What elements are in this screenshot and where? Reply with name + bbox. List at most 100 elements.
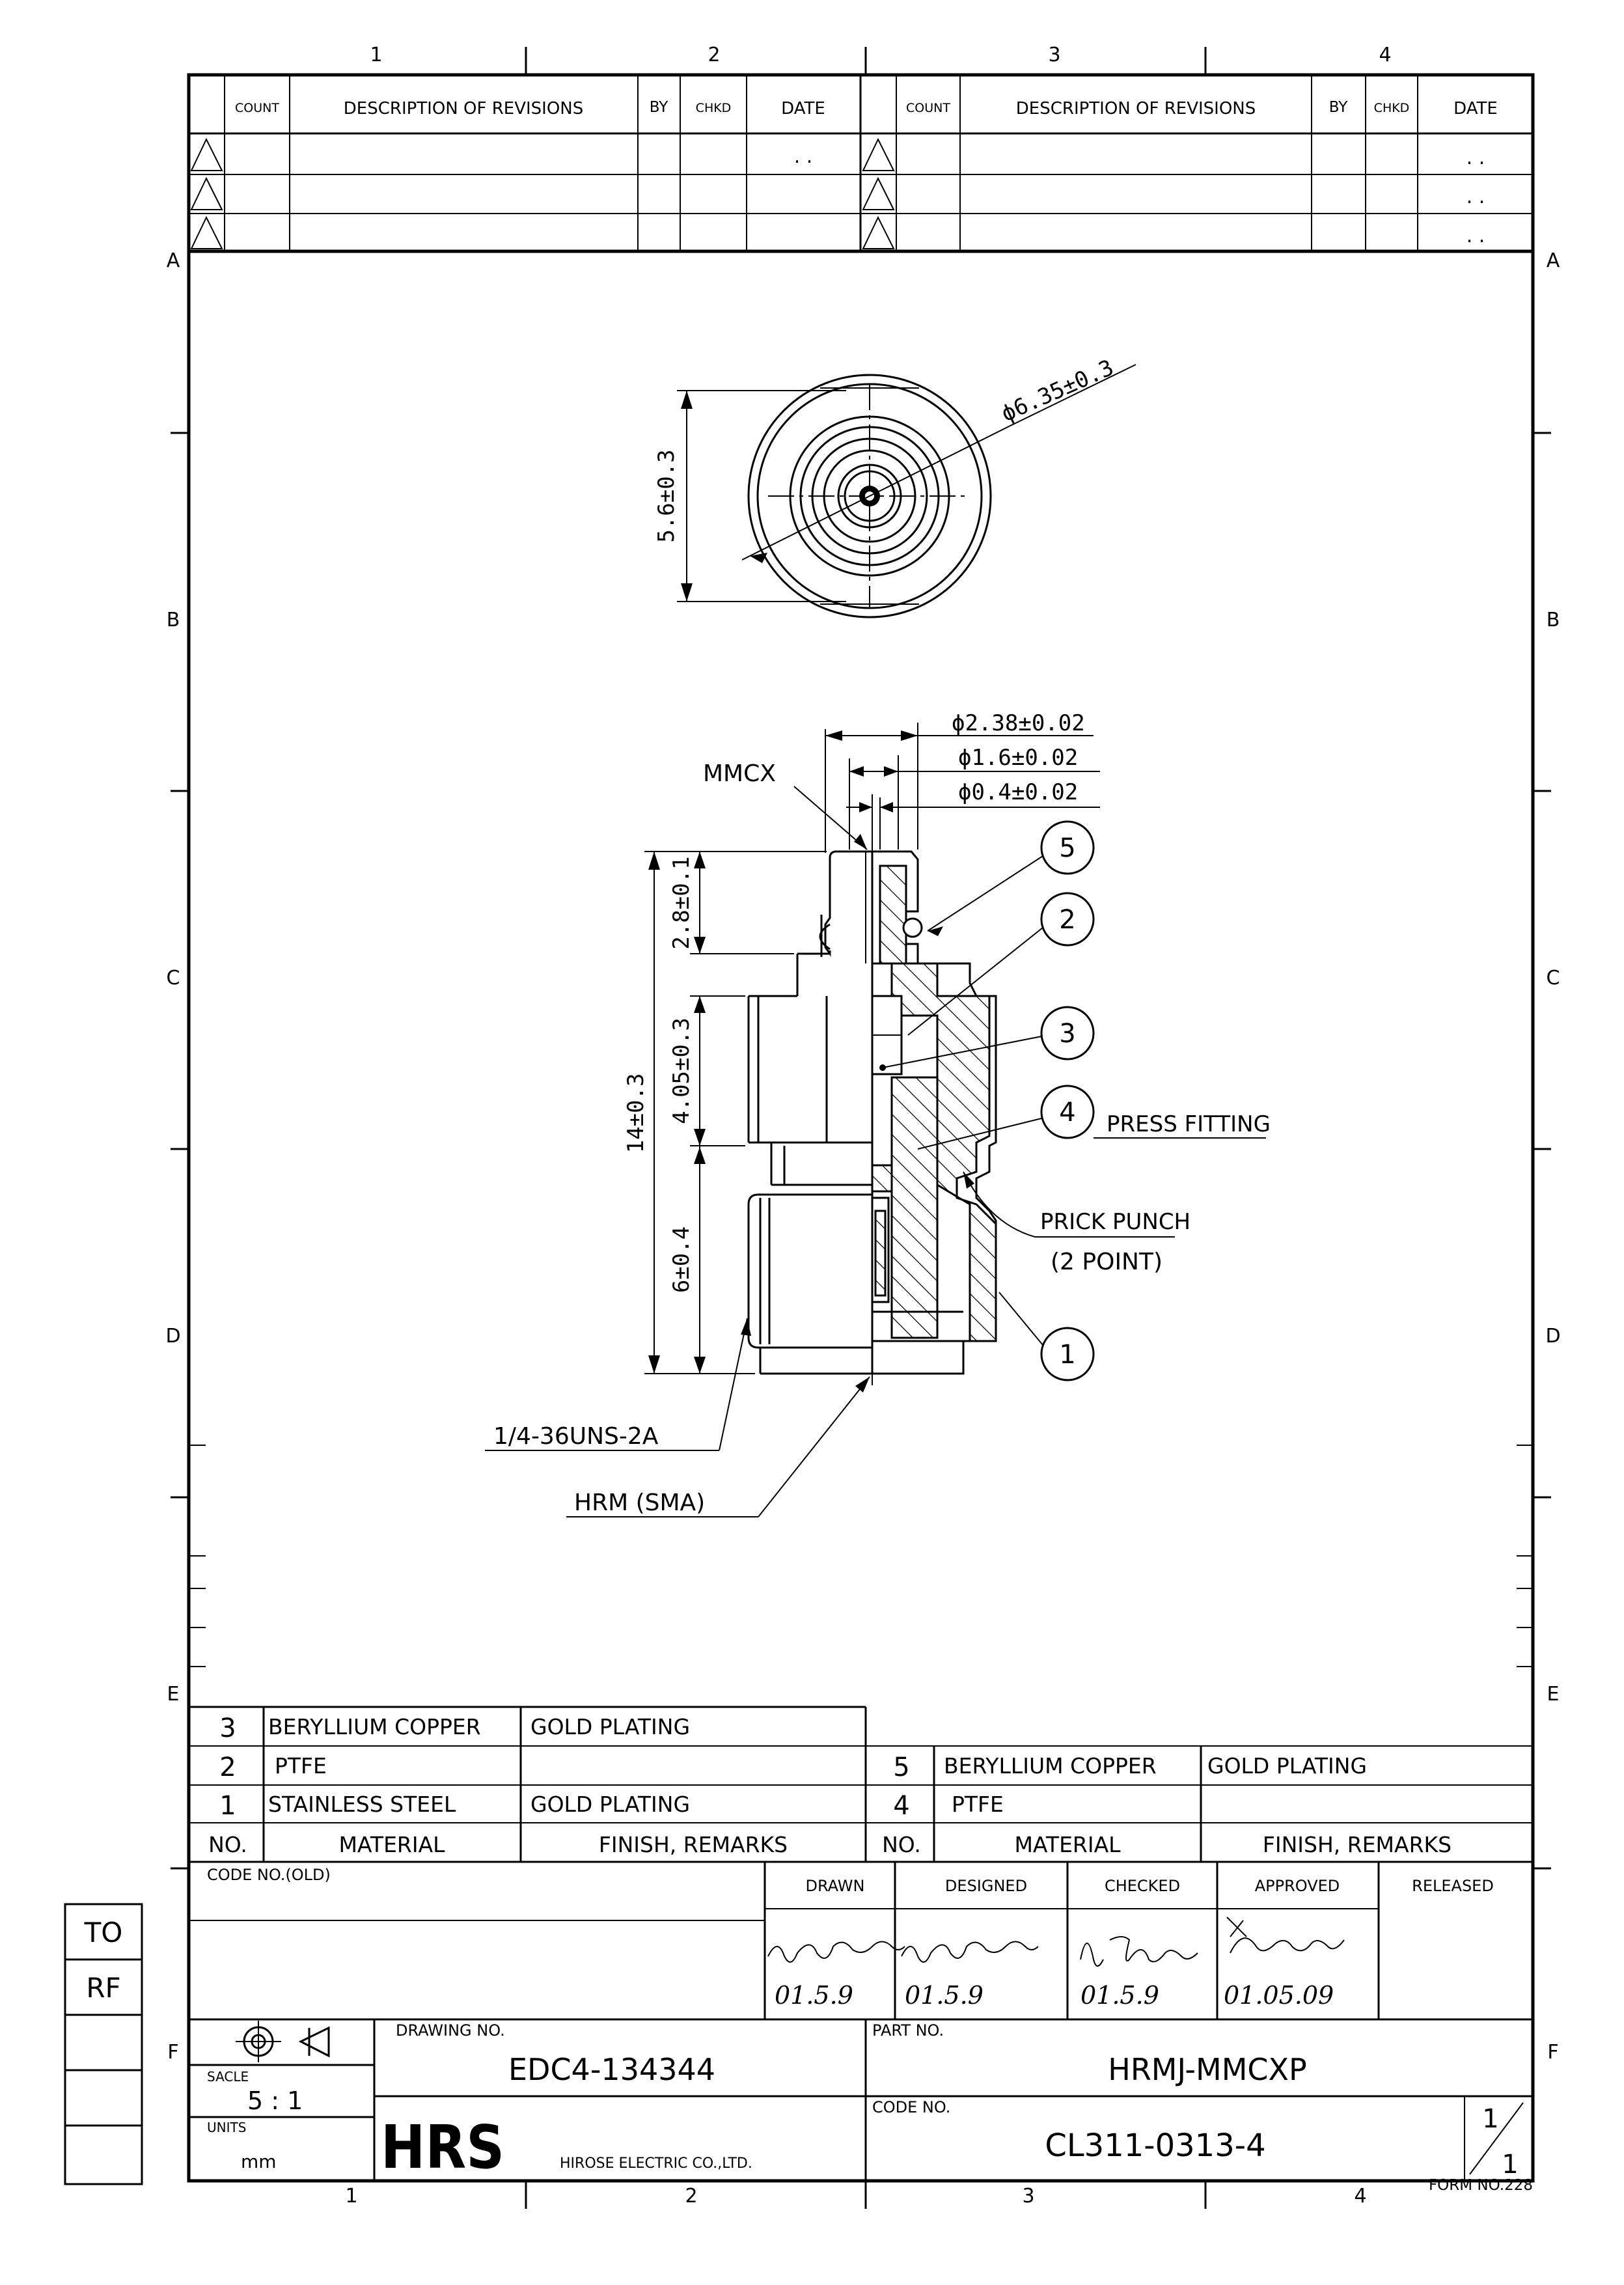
row-label-left-c: C bbox=[167, 967, 180, 990]
form-no: FORM NO.228 bbox=[1429, 2177, 1533, 2194]
row-label-left-e: E bbox=[167, 1683, 180, 1706]
rev-header-description-left: DESCRIPTION OF REVISIONS bbox=[344, 99, 583, 118]
rev-date-placeholder-1: . . bbox=[794, 145, 813, 168]
part-4-material: PTFE bbox=[952, 1792, 1004, 1817]
part-1-no: 1 bbox=[219, 1791, 236, 1821]
checked-date: 01.5.9 bbox=[1080, 1981, 1159, 2010]
rev-header-by-right: BY bbox=[1329, 99, 1349, 116]
part-3-no: 3 bbox=[219, 1713, 236, 1743]
label-thread: 1/4-36UNS-2A bbox=[493, 1423, 659, 1450]
balloon-2: 2 bbox=[1059, 905, 1075, 935]
checked-label: CHECKED bbox=[1105, 1877, 1180, 1895]
row-zone-marks: A B C D E F A B C D E F bbox=[165, 249, 1560, 2064]
label-press-fitting: PRESS FITTING bbox=[1107, 1111, 1271, 1137]
balloon-1: 1 bbox=[1059, 1340, 1075, 1370]
released-label: RELEASED bbox=[1412, 1877, 1494, 1895]
checked-signature bbox=[1080, 1936, 1198, 1967]
row-label-right-d: D bbox=[1545, 1325, 1560, 1348]
revision-table: COUNT DESCRIPTION OF REVISIONS BY CHKD D… bbox=[189, 75, 1533, 253]
side-routing-box: TO RF bbox=[64, 1903, 143, 2185]
parts-list: 3 BERYLLIUM COPPER GOLD PLATING 2 PTFE 1… bbox=[189, 1706, 1533, 1863]
balloon-5: 5 bbox=[1059, 833, 1075, 863]
rev-header-count-left: COUNT bbox=[235, 101, 279, 115]
col-label-bottom-1: 1 bbox=[345, 2185, 357, 2208]
row-label-left-f: F bbox=[167, 2041, 178, 2064]
part-5-finish: GOLD PLATING bbox=[1207, 1753, 1367, 1779]
row-label-left-b: B bbox=[167, 609, 180, 631]
col-label-top-2: 2 bbox=[708, 44, 720, 66]
scale-value: 5 : 1 bbox=[247, 2086, 303, 2115]
balloon-3: 3 bbox=[1059, 1019, 1075, 1049]
title-block: CODE NO.(OLD) DRAWN DESIGNED CHECKED APP… bbox=[189, 1862, 1533, 2194]
dim-len-mid: 4.05±0.3 bbox=[668, 1018, 695, 1124]
projection-symbol bbox=[236, 2021, 330, 2062]
dim-front-height: 5.6±0.3 bbox=[654, 449, 680, 542]
section-dimensions: ϕ2.38±0.02 ϕ1.6±0.02 ϕ0.4±0.02 MMCX 14±0… bbox=[623, 710, 1100, 1374]
col-label-bottom-2: 2 bbox=[685, 2185, 697, 2208]
rev-header-chkd-right: CHKD bbox=[1374, 101, 1410, 115]
rev-header-description-right: DESCRIPTION OF REVISIONS bbox=[1016, 99, 1256, 118]
col-label-bottom-3: 3 bbox=[1022, 2185, 1034, 2208]
parts-header-no-right: NO. bbox=[882, 1832, 921, 1857]
approved-signature bbox=[1226, 1917, 1345, 1954]
row-label-right-b: B bbox=[1547, 609, 1560, 631]
dim-dia-pin: ϕ0.4±0.02 bbox=[958, 779, 1078, 805]
units-label: UNITS bbox=[207, 2120, 246, 2135]
balloons: 5 2 3 4 PRESS FITTING PRICK PUNCH (2 POI… bbox=[485, 820, 1271, 1517]
sheet-total: 1 bbox=[1502, 2150, 1518, 2180]
rev-header-by-left: BY bbox=[650, 99, 669, 116]
drawing-no-label: DRAWING NO. bbox=[396, 2021, 505, 2040]
scale-label: SACLE bbox=[207, 2069, 249, 2084]
front-view: 5.6±0.3 ϕ6.35±0.3 bbox=[654, 355, 1136, 618]
part-no: HRMJ-MMCXP bbox=[1108, 2052, 1307, 2087]
dim-len-top: 2.8±0.1 bbox=[668, 856, 695, 949]
drawn-date: 01.5.9 bbox=[775, 1981, 853, 2010]
designed-label: DESIGNED bbox=[945, 1877, 1027, 1895]
drawing-no: EDC4-134344 bbox=[508, 2052, 715, 2087]
designed-date: 01.5.9 bbox=[905, 1981, 984, 2010]
side-box-to: TO bbox=[84, 1917, 123, 1948]
company-name: HIROSE ELECTRIC CO.,LTD. bbox=[560, 2155, 752, 2172]
rev-header-date-right: DATE bbox=[1453, 99, 1498, 118]
outer-border bbox=[187, 73, 1535, 2183]
rev-header-chkd-left: CHKD bbox=[696, 101, 732, 115]
parts-header-no-left: NO. bbox=[208, 1832, 247, 1857]
dim-total-length: 14±0.3 bbox=[623, 1073, 649, 1154]
part-3-finish: GOLD PLATING bbox=[530, 1714, 690, 1739]
row-label-right-f: F bbox=[1547, 2041, 1558, 2064]
side-box-rf: RF bbox=[86, 1972, 120, 2004]
row-label-right-e: E bbox=[1547, 1683, 1560, 1706]
code-no: CL311-0313-4 bbox=[1045, 2127, 1265, 2164]
row-label-right-c: C bbox=[1547, 967, 1560, 990]
label-prick-punch-points: (2 POINT) bbox=[1051, 1249, 1163, 1275]
balloon-4: 4 bbox=[1059, 1098, 1075, 1128]
part-2-material: PTFE bbox=[275, 1753, 327, 1779]
label-hrm: HRM (SMA) bbox=[574, 1489, 705, 1516]
code-no-old-label: CODE NO.(OLD) bbox=[207, 1866, 331, 1884]
part-5-material: BERYLLIUM COPPER bbox=[944, 1753, 1157, 1779]
col-label-top-1: 1 bbox=[370, 44, 382, 66]
label-mmcx: MMCX bbox=[703, 760, 776, 787]
rev-date-placeholder-2: . . bbox=[1466, 146, 1485, 169]
parts-header-material-right: MATERIAL bbox=[1014, 1832, 1121, 1857]
rev-header-date-left: DATE bbox=[781, 99, 825, 118]
part-5-no: 5 bbox=[893, 1752, 909, 1782]
parts-header-finish-right: FINISH, REMARKS bbox=[1263, 1832, 1452, 1857]
dim-len-bottom: 6±0.4 bbox=[668, 1226, 695, 1293]
row-label-right-a: A bbox=[1547, 249, 1560, 272]
drawn-signature bbox=[767, 1941, 905, 1963]
rev-date-placeholder-3: . . bbox=[1466, 186, 1485, 208]
section-view bbox=[747, 794, 997, 1390]
label-prick-punch: PRICK PUNCH bbox=[1040, 1209, 1190, 1235]
approved-label: APPROVED bbox=[1255, 1877, 1340, 1895]
logo: HRS bbox=[381, 2112, 504, 2182]
units-value: mm bbox=[241, 2151, 277, 2172]
part-1-material: STAINLESS STEEL bbox=[268, 1792, 456, 1817]
parts-header-material-left: MATERIAL bbox=[338, 1832, 445, 1857]
drawn-label: DRAWN bbox=[806, 1877, 865, 1895]
top-zone-marks: 1 2 3 4 1 2 3 4 bbox=[345, 44, 1392, 2209]
col-label-top-4: 4 bbox=[1379, 44, 1391, 66]
parts-header-finish-left: FINISH, REMARKS bbox=[599, 1832, 788, 1857]
row-label-left-d: D bbox=[165, 1325, 180, 1348]
